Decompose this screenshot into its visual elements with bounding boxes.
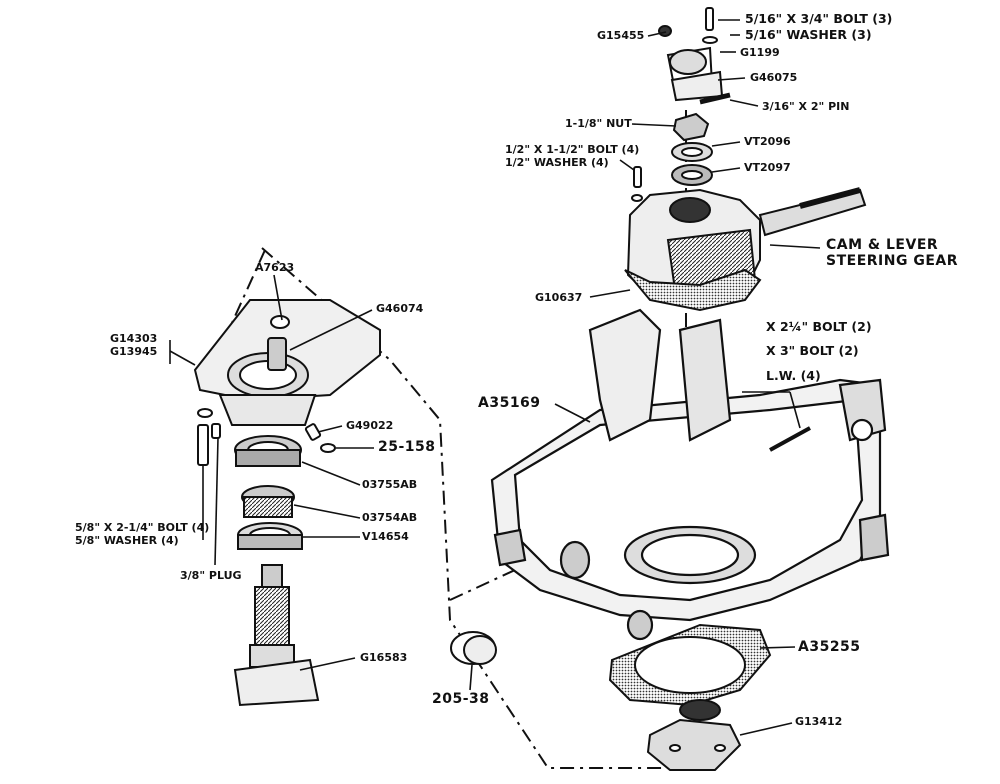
label-g46075: G46075 [750,71,798,84]
cam-lever-steering-gear [624,187,867,312]
gasket-a35255 [608,623,772,707]
label-bolt-x-3: X 3" BOLT (2) [766,343,859,358]
label-vt2097: VT2097 [744,161,791,174]
label-g14303: G14303 [110,332,158,345]
label-g1199: G1199 [740,46,780,59]
label-washer-1-2: 1/2" WASHER (4) [505,156,609,169]
left-bearings-and-races [234,435,303,550]
leader-lines [169,19,821,736]
label-g49022: G49022 [346,419,394,432]
label-bolt-x-2-1-4: X 2¼" BOLT (2) [766,319,872,334]
label-v14654: V14654 [362,530,409,543]
label-plug-3-8: 3/8" PLUG [180,569,242,582]
spindle-g13412 [646,699,742,771]
label-g13945: G13945 [110,345,158,358]
label-03754ab: 03754AB [362,511,418,524]
spindle-cover-g14303 [193,299,381,426]
steering-cap-assembly [658,7,731,105]
label-nut-1-1-8: 1-1/8" NUT [565,117,632,130]
label-bolt-1-2-x-1-1-2: 1/2" X 1-1/2" BOLT (4) [505,143,640,156]
label-lock-washer-4: L.W. (4) [766,368,821,383]
left-bolt-and-plug [197,408,336,466]
label-g10637: G10637 [535,291,583,304]
label-g46074: G46074 [376,302,424,315]
steering-spindle-g16583 [233,564,320,707]
label-pin-3-16-x-2: 3/16" X 2" PIN [762,100,850,113]
label-bolt-5-16-x-3-4: 5/16" X 3/4" BOLT (3) [745,11,893,26]
label-a7623: A7623 [255,261,295,274]
label-bolt-5-8-x-2-1-4: 5/8" X 2-1/4" BOLT (4) [75,521,210,534]
axle-housing [490,308,890,641]
label-steering-gear: STEERING GEAR [826,253,959,269]
label-205-38: 205-38 [432,691,490,707]
label-a35255: A35255 [798,639,861,655]
label-g16583: G16583 [360,651,408,664]
label-vt2096: VT2096 [744,135,791,148]
label-g13412: G13412 [795,715,843,728]
label-cam-lever: CAM & LEVER [826,237,939,253]
plug-205-38 [450,631,497,665]
label-g15455: G15455 [597,29,645,42]
label-03755ab: 03755AB [362,478,418,491]
label-washer-5-8: 5/8" WASHER (4) [75,534,179,547]
label-a35169: A35169 [478,395,541,411]
label-washer-5-16: 5/16" WASHER (3) [745,27,872,42]
nut-and-bearings [631,112,713,202]
label-25-158: 25-158 [378,439,436,455]
